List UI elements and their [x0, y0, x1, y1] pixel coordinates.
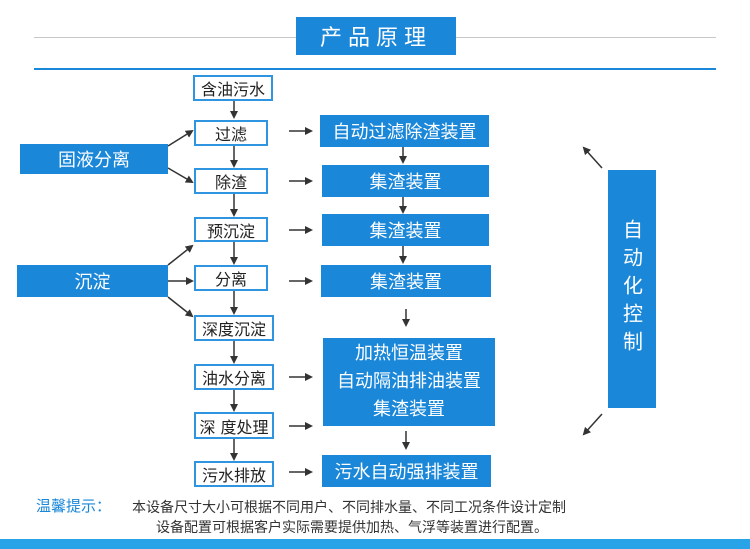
group-solid-liquid-separation: 固液分离 — [20, 144, 168, 174]
footer-line-2: 设备配置可根据客户实际需要提供加热、气浮等装置进行配置。 — [156, 520, 548, 536]
header-divider — [34, 68, 716, 70]
step-wastewater-discharge: 污水排放 — [194, 461, 274, 487]
step-filter: 过滤 — [194, 120, 268, 146]
footer-label: 温馨提示： — [36, 497, 112, 515]
arrow-solid-to-slag — [167, 167, 194, 184]
footer-note: 温馨提示： — [36, 495, 111, 516]
device-slag-collector-2: 集渣装置 — [322, 214, 489, 246]
footer-line-1: 本设备尺寸大小可根据不同用户、不同排水量、不同工况条件设计定制 — [132, 500, 566, 516]
device-combo-group: 加热恒温装置 自动隔油排油装置 集渣装置 — [323, 338, 495, 426]
group-sedimentation: 沉淀 — [17, 265, 168, 297]
device-heating: 加热恒温装置 — [355, 343, 463, 364]
arrow-auto-up — [582, 146, 603, 169]
device-slag-collector-1: 集渣装置 — [322, 165, 489, 197]
step-oil-water-separation: 油水分离 — [194, 364, 274, 390]
arrow-sed-to-deep — [167, 296, 194, 318]
step-deep-treatment: 深 度处理 — [194, 412, 274, 439]
page-title: 产品原理 — [296, 17, 456, 55]
bottom-accent-bar — [0, 539, 750, 549]
device-forced-discharge: 污水自动强排装置 — [322, 455, 491, 487]
step-deep-sedimentation: 深度沉淀 — [194, 315, 274, 341]
device-auto-filter: 自动过滤除渣装置 — [320, 115, 489, 147]
step-oily-wastewater: 含油污水 — [193, 75, 273, 101]
arrow-solid-to-filter — [167, 129, 194, 147]
auto-control-box: 自动化控制 — [608, 170, 656, 408]
device-slag-collector-4: 集渣装置 — [373, 399, 445, 420]
arrow-sed-to-pre — [167, 244, 194, 266]
step-slag-removal: 除渣 — [194, 168, 268, 194]
device-oil-separator: 自动隔油排油装置 — [337, 371, 481, 392]
device-slag-collector-3: 集渣装置 — [321, 265, 491, 297]
step-separation: 分离 — [194, 265, 268, 291]
arrow-auto-down — [582, 413, 603, 436]
step-pre-sedimentation: 预沉淀 — [194, 217, 268, 242]
